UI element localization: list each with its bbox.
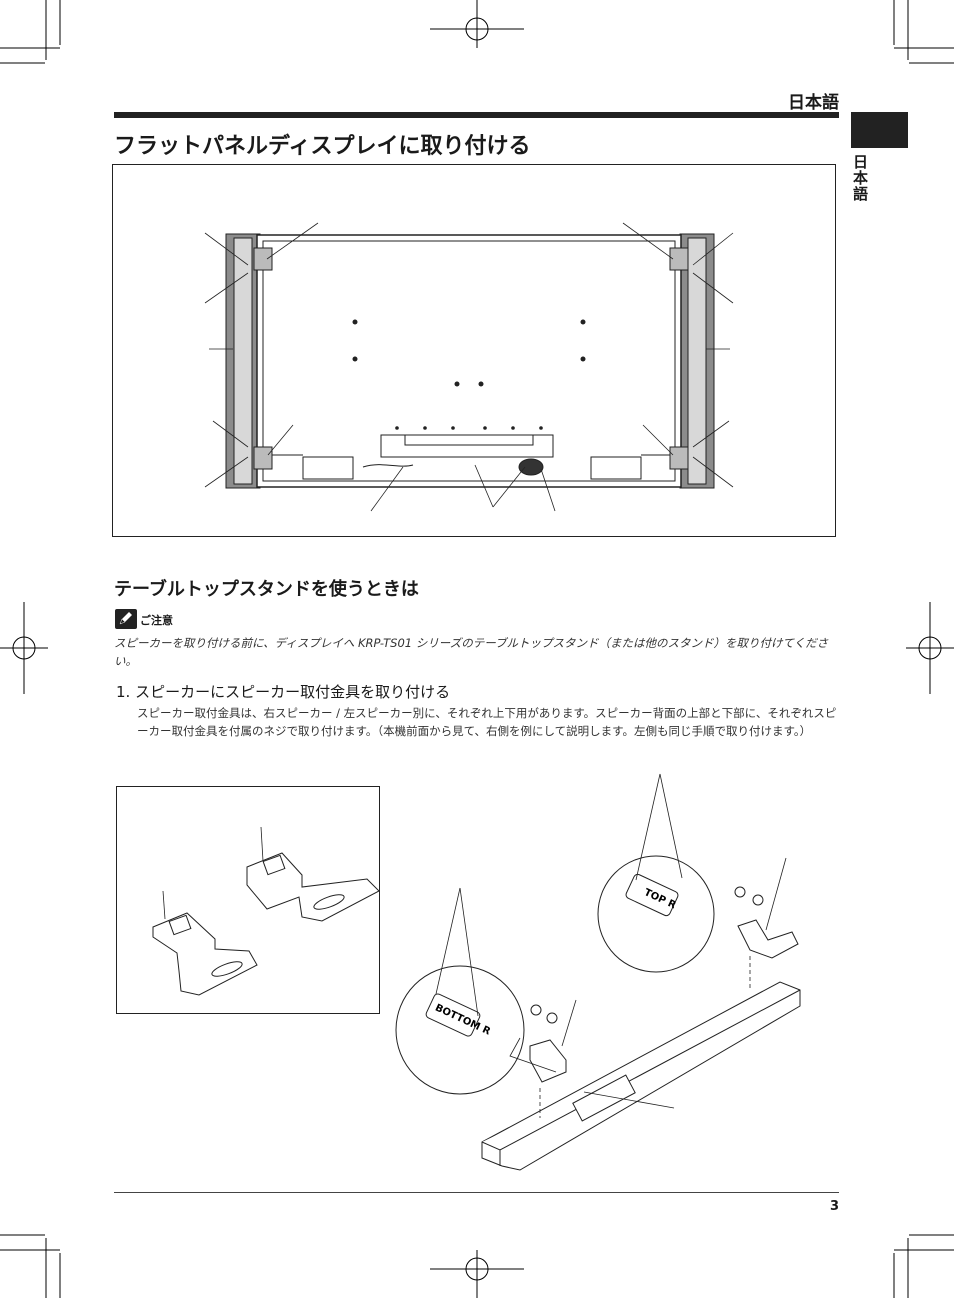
step-1-body: スピーカー取付金具は、右スピーカー / 左スピーカー別に、それぞれ上下用がありま… xyxy=(137,706,837,738)
section-title: テーブルトップスタンドを使うときは xyxy=(114,579,419,600)
page-title: フラットパネルディスプレイに取り付ける xyxy=(114,134,531,159)
brackets-inset-diagram xyxy=(116,786,380,1014)
display-rear-diagram xyxy=(112,164,836,537)
header-rule xyxy=(114,112,839,118)
display-rear-illustration xyxy=(204,222,734,512)
page-number: 3 xyxy=(829,1199,839,1214)
note-label: ご注意 xyxy=(140,614,173,627)
pencil-icon xyxy=(115,609,137,629)
side-tab-label: 日本語 xyxy=(851,154,869,202)
footer-rule xyxy=(114,1192,839,1193)
language-side-tab xyxy=(851,112,908,148)
bracket-illustration xyxy=(152,826,380,996)
step-1-title: 1. スピーカーにスピーカー取付金具を取り付ける xyxy=(116,683,451,701)
language-header: 日本語 xyxy=(788,93,839,113)
note-text: スピーカーを取り付ける前に、ディスプレイへ KRP-TS01 シリーズのテーブル… xyxy=(114,636,829,668)
speaker-bracket-assembly-diagram: TOP R BOTTOM R xyxy=(395,773,801,1171)
